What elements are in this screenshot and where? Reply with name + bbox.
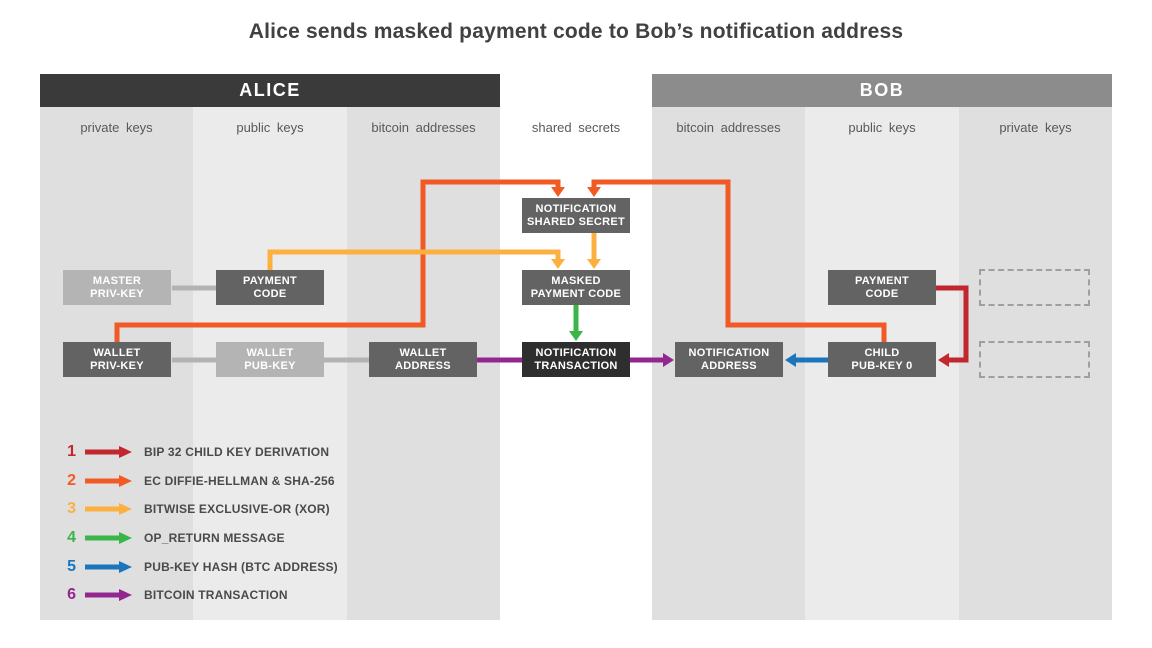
box-wallet-priv-key-line2: PRIV-KEY	[90, 359, 144, 372]
legend-number-3: 3	[67, 500, 76, 518]
legend-label-2: EC DIFFIE-HELLMAN & SHA-256	[144, 473, 335, 488]
legend-arrow-red-icon	[85, 446, 132, 459]
legend-label-3: BITWISE EXCLUSIVE-OR (XOR)	[144, 502, 330, 517]
box-notification-transaction: NOTIFICATION TRANSACTION	[522, 342, 630, 377]
box-child-pub-key-0-line1: CHILD	[864, 347, 900, 359]
legend-label-1: BIP 32 CHILD KEY DERIVATION	[144, 445, 330, 460]
legend-number-1: 1	[67, 443, 76, 461]
legend-arrow-purple-icon	[85, 589, 132, 602]
arrowhead-xor-right-icon	[587, 259, 601, 269]
box-payment-code-bob: PAYMENT CODE	[828, 270, 936, 305]
legend-label-4: OP_RETURN MESSAGE	[144, 531, 285, 546]
legend-number-6: 6	[67, 586, 76, 604]
box-wallet-address-line1: WALLET	[399, 347, 447, 359]
box-payment-code-bob-line1: PAYMENT	[854, 275, 910, 287]
box-payment-code-alice: PAYMENT CODE	[216, 270, 324, 305]
legend-arrow-orange-icon	[85, 474, 132, 487]
bob-column-label-public-keys: public keys	[848, 120, 916, 135]
page-title: Alice sends masked payment code to Bob’s…	[248, 20, 904, 43]
box-wallet-pub-key-line1: WALLET	[246, 347, 294, 359]
box-master-priv-key-line2: PRIV-KEY	[90, 287, 144, 300]
legend-arrow-yellow-icon	[85, 503, 132, 516]
box-wallet-priv-key-line1: WALLET	[93, 347, 141, 359]
box-masked-payment-code-line2: PAYMENT CODE	[530, 287, 622, 300]
alice-column-label-public-keys: public keys	[236, 120, 304, 135]
legend: 1 BIP 32 CHILD KEY DERIVATION 2 EC DIFFI…	[58, 438, 338, 610]
box-wallet-address-line2: ADDRESS	[395, 359, 451, 372]
box-wallet-address: WALLET ADDRESS	[369, 342, 477, 377]
box-notification-address-line1: NOTIFICATION	[688, 347, 770, 359]
box-placeholder-bottom	[979, 341, 1090, 378]
box-notification-transaction-line2: TRANSACTION	[534, 359, 618, 372]
alice-column-label-bitcoin-addresses: bitcoin addresses	[371, 120, 476, 135]
box-notification-shared-secret-line1: NOTIFICATION	[535, 203, 617, 215]
box-notification-address: NOTIFICATION ADDRESS	[675, 342, 783, 377]
bob-column-label-bitcoin-addresses: bitcoin addresses	[676, 120, 781, 135]
box-wallet-pub-key: WALLET PUB-KEY	[216, 342, 324, 377]
box-notification-shared-secret-line2: SHARED SECRET	[526, 215, 626, 228]
box-master-priv-key-line1: MASTER	[92, 275, 142, 287]
arrowhead-op-return-icon	[569, 331, 583, 341]
legend-item-bip32: 1 BIP 32 CHILD KEY DERIVATION	[58, 438, 338, 467]
alice-column-label-private-keys: private keys	[80, 120, 153, 135]
legend-arrow-green-icon	[85, 532, 132, 545]
legend-arrow-blue-icon	[85, 560, 132, 573]
box-payment-code-alice-line2: CODE	[253, 287, 287, 300]
box-child-pub-key-0-line2: PUB-KEY 0	[851, 359, 913, 372]
box-notification-address-line2: ADDRESS	[701, 359, 757, 372]
box-masked-payment-code-line1: MASKED	[551, 275, 601, 287]
box-masked-payment-code: MASKED PAYMENT CODE	[522, 270, 630, 305]
legend-item-ecdh: 2 EC DIFFIE-HELLMAN & SHA-256	[58, 467, 338, 496]
box-payment-code-alice-line1: PAYMENT	[242, 275, 298, 287]
bob-panel-header: BOB	[652, 74, 1112, 107]
arrowhead-xor-left-icon	[551, 259, 565, 269]
legend-item-xor: 3 BITWISE EXCLUSIVE-OR (XOR)	[58, 495, 338, 524]
box-notification-shared-secret: NOTIFICATION SHARED SECRET	[522, 198, 630, 233]
box-wallet-pub-key-line2: PUB-KEY	[244, 359, 296, 372]
box-notification-transaction-line1: NOTIFICATION	[535, 347, 617, 359]
box-child-pub-key-0: CHILD PUB-KEY 0	[828, 342, 936, 377]
legend-label-6: BITCOIN TRANSACTION	[144, 588, 288, 603]
shared-secrets-column-label: shared secrets	[531, 120, 621, 135]
box-placeholder-top	[979, 269, 1090, 306]
bob-column-private-keys: private keys	[959, 107, 1112, 620]
arrowhead-ecdh-left-icon	[551, 187, 565, 197]
legend-item-bitcoin-transaction: 6 BITCOIN TRANSACTION	[58, 581, 338, 610]
legend-number-5: 5	[67, 557, 76, 575]
legend-number-4: 4	[67, 529, 76, 547]
legend-item-op-return: 4 OP_RETURN MESSAGE	[58, 524, 338, 553]
bob-column-label-private-keys: private keys	[999, 120, 1072, 135]
box-wallet-priv-key: WALLET PRIV-KEY	[63, 342, 171, 377]
arrowhead-ecdh-right-icon	[587, 187, 601, 197]
alice-panel-header: ALICE	[40, 74, 500, 107]
legend-item-pubkey-hash: 5 PUB-KEY HASH (BTC ADDRESS)	[58, 552, 338, 581]
legend-number-2: 2	[67, 471, 76, 489]
box-payment-code-bob-line2: CODE	[865, 287, 899, 300]
legend-label-5: PUB-KEY HASH (BTC ADDRESS)	[144, 559, 338, 574]
box-master-priv-key: MASTER PRIV-KEY	[63, 270, 171, 305]
